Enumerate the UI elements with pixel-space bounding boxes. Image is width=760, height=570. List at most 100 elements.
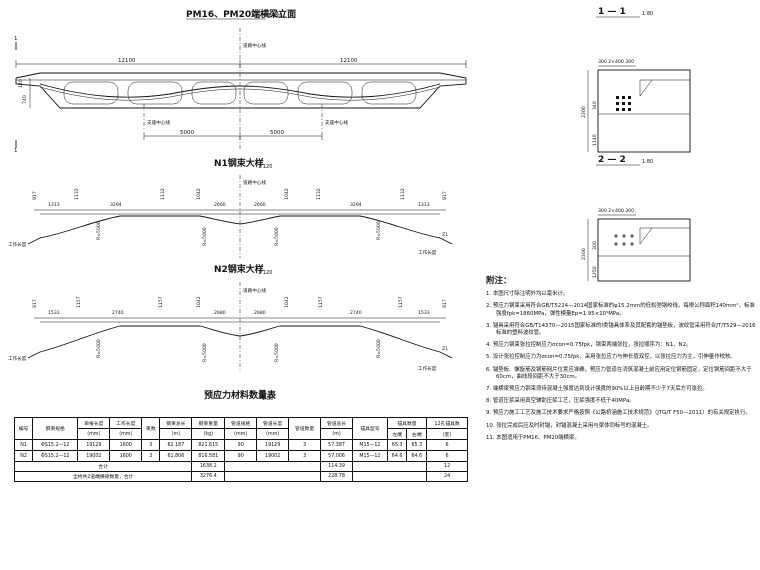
svg-text:1132: 1132: [316, 188, 322, 200]
svg-text:1132: 1132: [160, 188, 166, 200]
cell: 3: [141, 439, 161, 451]
n1-radius: R=5000: [202, 227, 208, 246]
th-unit: (mm): [109, 428, 143, 440]
n1-title: N1钢束大样: [214, 157, 264, 169]
cell: 12: [426, 461, 468, 472]
road-centerline-label: 道路中心线: [243, 42, 266, 49]
bearing-label: 支座中心线: [147, 119, 170, 126]
svg-text:3294: 3294: [110, 202, 122, 208]
n2-tendon: [39, 325, 441, 353]
n2-radius: R=5000: [376, 339, 382, 358]
section-1-scale: 1:80: [642, 11, 653, 17]
cell: [352, 471, 428, 482]
table-unit-row: (mm) (mm) (m) (kg) (mm) (mm) (m) 左端 右端 (…: [15, 428, 468, 440]
n2-dims: 917 1533 1157 2740 1157 1042 2980 2980 1…: [32, 296, 448, 316]
th: 钢束重量: [191, 417, 226, 429]
cell: [224, 471, 322, 482]
dim-top-left: 12100: [118, 58, 136, 64]
th-unit: (m): [320, 428, 354, 440]
section-2-ducts: [614, 234, 634, 246]
note-item: 1. 本图尺寸除注明外均以毫米计。: [486, 291, 569, 298]
svg-text:2980: 2980: [254, 310, 266, 316]
svg-text:1313: 1313: [48, 202, 60, 208]
section-mark-bottom: 1: [14, 148, 18, 154]
th: 管道长度: [256, 417, 290, 429]
svg-text:2980: 2980: [214, 310, 226, 316]
svg-text:1533: 1533: [418, 310, 430, 316]
section-1-title: 1 — 1: [598, 7, 626, 17]
cell: 3: [141, 450, 161, 462]
table-row: N2 ΦS15.2—12 19002 1600 3 61.806 816.581…: [13, 450, 468, 462]
section-1-height: 2300: [581, 106, 587, 118]
th-unit: (m): [159, 428, 193, 440]
cell: [352, 461, 428, 472]
svg-text:1042: 1042: [284, 296, 290, 308]
cell: 3: [288, 450, 322, 462]
bearing-label: 支座中心线: [325, 119, 348, 126]
svg-text:1533: 1533: [48, 310, 60, 316]
note-item: 11. 本图适用于PM16、PM20端横梁。: [486, 434, 580, 441]
th-unit: (mm): [77, 428, 111, 440]
bottom-dim: 5000: [180, 130, 194, 136]
n1-anchor-left: [27, 237, 41, 245]
cell: 57.387: [320, 439, 354, 451]
girder-cell: [63, 81, 119, 105]
svg-text:1157: 1157: [158, 296, 164, 308]
svg-text:1157: 1157: [76, 296, 82, 308]
section-1-side: 1140: [592, 134, 598, 146]
table-scale: 1:80: [262, 396, 273, 402]
notes-heading: 附注：: [486, 276, 512, 286]
svg-text:917: 917: [442, 191, 448, 200]
svg-text:3294: 3294: [350, 202, 362, 208]
n2-anchor-right-label: 工作长度: [418, 365, 437, 372]
n1-anchor-right: [439, 237, 453, 245]
n2-anchor-right: [439, 351, 453, 359]
note-item: 6. 锚垫板、螺旋筋及钢筋网片位置应准确，预应力管道在浇筑混凝土前应用定位钢筋固…: [486, 366, 752, 380]
bottom-dim: 5000: [270, 130, 284, 136]
th: 管道总长: [320, 417, 354, 429]
cell: 6: [426, 450, 468, 462]
cell: 228.78: [320, 471, 354, 482]
cell: N2: [13, 450, 34, 462]
cell: N1: [13, 439, 34, 451]
svg-text:1042: 1042: [284, 188, 290, 200]
height-dim: 140: [18, 79, 24, 88]
svg-text:1132: 1132: [74, 188, 80, 200]
cell: 19002: [77, 450, 111, 462]
th-unit: 右端: [406, 428, 428, 440]
note-item: 3. 锚具采用符合GB/T14370—2015国家标准的Ⅰ类锚具体系及其配套的锚…: [486, 322, 756, 337]
th: 12孔锚具数: [426, 417, 468, 429]
cell: 6: [426, 439, 468, 451]
note-item: 10. 张拉完成后应及时封锚，封锚混凝土采用与梁体同标号的混凝土。: [486, 422, 653, 429]
cell: 62.187: [159, 439, 193, 451]
svg-text:1157: 1157: [318, 296, 324, 308]
girder-cell: [243, 81, 289, 105]
svg-text:1132: 1132: [400, 188, 406, 200]
section-2-top-dims: 300 2×400 300: [598, 208, 634, 214]
n1-scale: 1:120: [258, 164, 272, 170]
svg-text:2660: 2660: [254, 202, 266, 208]
cell: 64.6: [386, 450, 408, 462]
cell: 114.39: [320, 461, 354, 472]
cell: 57.006: [320, 450, 354, 462]
section-1-side: 340: [592, 101, 598, 110]
th: 锚具型号: [352, 417, 388, 440]
th: 单根长度: [77, 417, 111, 429]
cell: 821.615: [191, 439, 226, 451]
cell: 全桥共2道端横梁数量，合计: [13, 471, 193, 482]
table-sum-row: 全桥共2道端横梁数量，合计 3276.4 228.78 24: [13, 471, 468, 482]
svg-text:2740: 2740: [350, 310, 362, 316]
n1-radius: R=5000: [376, 221, 382, 240]
th: 钢束总长: [159, 417, 193, 429]
n1-dims: 917 1313 1132 3294 1132 1042 2660 2660 1…: [32, 188, 448, 208]
section-1-haunch: [639, 79, 690, 97]
n1-angle: Z1: [442, 232, 448, 238]
n2-angle: Z1: [442, 346, 448, 352]
cell: [224, 461, 322, 472]
cell: 19129: [256, 439, 290, 451]
n2-radius: R=5000: [274, 343, 280, 362]
section-1-ducts: [616, 96, 631, 111]
n2-scale: 1:120: [258, 270, 272, 276]
svg-text:917: 917: [442, 299, 448, 308]
